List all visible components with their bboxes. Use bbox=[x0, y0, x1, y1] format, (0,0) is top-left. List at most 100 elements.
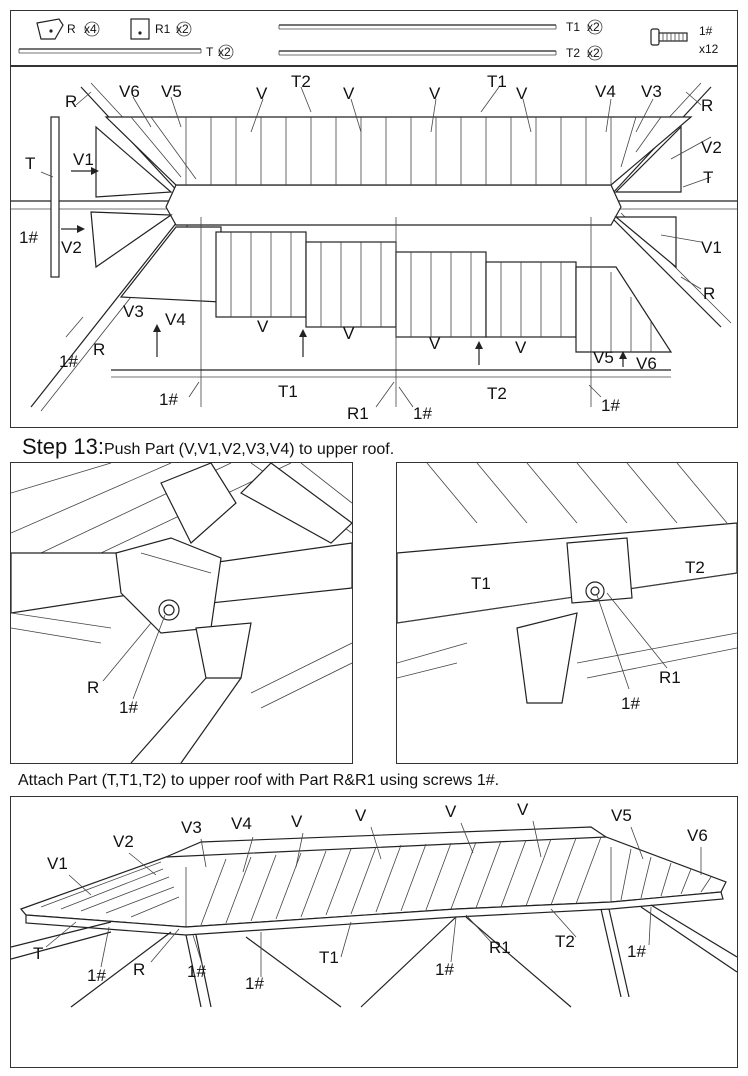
label-r-top-right: R bbox=[701, 96, 713, 115]
part-r-icon bbox=[36, 18, 64, 40]
bolt-icon-r1 bbox=[585, 581, 605, 601]
attach-caption: Attach Part (T,T1,T2) to upper roof with… bbox=[18, 772, 500, 789]
label-v6-low: V6 bbox=[636, 354, 657, 373]
label-r-low-left: R bbox=[93, 340, 105, 359]
label-r-right: R bbox=[703, 284, 715, 303]
label-v5-low: V5 bbox=[593, 348, 614, 367]
label-t-right: T bbox=[703, 168, 713, 187]
svg-text:x2: x2 bbox=[587, 46, 600, 60]
detail-left-panel: R 1# bbox=[10, 462, 353, 764]
qty-badge-t1: x2 bbox=[587, 19, 603, 35]
detail-left-label-r: R bbox=[87, 678, 99, 697]
qty-badge-t: x2 bbox=[218, 44, 234, 60]
label-v4-low: V4 bbox=[165, 310, 186, 329]
top-roof-drawing: V6 V5 V T2 V V T1 V V4 V3 R R T V1 V2 T … bbox=[11, 72, 737, 423]
label-1-low-left: 1# bbox=[59, 352, 78, 371]
part-t2-label: T2 bbox=[566, 46, 580, 60]
bottom-label-t2: T2 bbox=[555, 932, 575, 951]
label-r1-bottom: R1 bbox=[347, 404, 369, 423]
bottom-label-1-d: 1# bbox=[435, 960, 454, 979]
label-v1-left: V1 bbox=[73, 150, 94, 169]
label-t-left: T bbox=[25, 154, 35, 173]
label-v-b: V bbox=[343, 84, 355, 103]
bottom-label-v3: V3 bbox=[181, 818, 202, 837]
step-text: Push Part (V,V1,V2,V3,V4) to upper roof. bbox=[103, 441, 395, 458]
label-1-b1: 1# bbox=[159, 390, 178, 409]
part-r-label: R bbox=[67, 22, 76, 36]
label-t1-bottom: T1 bbox=[278, 382, 298, 401]
bottom-label-t: T bbox=[33, 944, 43, 963]
parts-legend: R x4 R1 x2 T1 x2 bbox=[10, 10, 738, 66]
label-1-b2: 1# bbox=[413, 404, 432, 423]
detail-right-label-t2: T2 bbox=[685, 558, 705, 577]
leader-lines bbox=[40, 86, 712, 408]
label-v-c: V bbox=[429, 84, 441, 103]
bottom-label-1-e: 1# bbox=[627, 942, 646, 961]
detail-left-drawing: R 1# bbox=[11, 463, 352, 763]
label-1-b3: 1# bbox=[601, 396, 620, 415]
label-v-low-d: V bbox=[515, 338, 527, 357]
detail-right-label-r1: R1 bbox=[659, 668, 681, 687]
part-r1-label: R1 bbox=[155, 22, 171, 36]
label-v1-right: V1 bbox=[701, 238, 722, 257]
label-v5: V5 bbox=[161, 82, 182, 101]
part-t-bar bbox=[18, 48, 202, 54]
step-number: Step 13: bbox=[22, 434, 104, 459]
bottom-label-v-b: V bbox=[355, 806, 367, 825]
bottom-label-1-a: 1# bbox=[87, 966, 106, 985]
screw-qty: x12 bbox=[699, 42, 719, 56]
bottom-label-v2: V2 bbox=[113, 832, 134, 851]
support-posts bbox=[11, 904, 737, 1008]
parts-legend-drawing: R x4 R1 x2 T1 x2 bbox=[18, 18, 719, 61]
svg-text:x2: x2 bbox=[218, 45, 231, 59]
bottom-roof-drawing: V1 V2 V3 V4 V V V V V5 V6 T 1# R 1# 1# T… bbox=[11, 800, 737, 1008]
top-roof-diagram: V6 V5 V T2 V V T1 V V4 V3 R R T V1 V2 T … bbox=[10, 66, 738, 428]
part-r1-icon bbox=[130, 18, 150, 40]
bottom-label-v4: V4 bbox=[231, 814, 252, 833]
bottom-label-v-a: V bbox=[291, 812, 303, 831]
label-v3-low: V3 bbox=[123, 302, 144, 321]
svg-text:x2: x2 bbox=[176, 22, 189, 36]
qty-badge-r1: x2 bbox=[176, 21, 192, 37]
bottom-label-v-d: V bbox=[517, 800, 529, 819]
detail-right-drawing: T1 T2 R1 1# bbox=[397, 463, 737, 713]
push-arrows bbox=[61, 167, 627, 367]
qty-badge-r: x4 bbox=[84, 21, 100, 37]
detail-right-label-t1: T1 bbox=[471, 574, 491, 593]
label-v2-left: V2 bbox=[61, 238, 82, 257]
label-t1-top: T1 bbox=[487, 72, 507, 91]
detail-right-label-screw: 1# bbox=[621, 694, 640, 713]
label-r-top-left: R bbox=[65, 92, 77, 111]
roof-ribs bbox=[40, 836, 712, 926]
upper-roof-panels bbox=[104, 116, 693, 186]
part-t1-label: T1 bbox=[566, 20, 580, 34]
detail-right-panel: T1 T2 R1 1# bbox=[396, 462, 738, 764]
label-v4: V4 bbox=[595, 82, 616, 101]
bottom-label-r1: R1 bbox=[489, 938, 511, 957]
label-v3: V3 bbox=[641, 82, 662, 101]
svg-text:x2: x2 bbox=[587, 20, 600, 34]
bottom-label-v-c: V bbox=[445, 802, 457, 821]
bottom-leaders bbox=[45, 820, 702, 977]
label-v-d: V bbox=[516, 84, 528, 103]
bottom-label-r: R bbox=[133, 960, 145, 979]
label-v-low-b: V bbox=[343, 324, 355, 343]
label-v-low-c: V bbox=[429, 334, 441, 353]
svg-text:x4: x4 bbox=[84, 22, 97, 36]
part-t2-bar bbox=[278, 50, 557, 56]
label-1-left: 1# bbox=[19, 228, 38, 247]
label-v2-right: V2 bbox=[701, 138, 722, 157]
part-t1-bar bbox=[278, 24, 557, 30]
bottom-label-t1: T1 bbox=[319, 948, 339, 967]
label-v-a: V bbox=[256, 84, 268, 103]
screw-label: 1# bbox=[699, 24, 713, 38]
bottom-roof-diagram: V1 V2 V3 V4 V V V V V5 V6 T 1# R 1# 1# T… bbox=[10, 796, 738, 1068]
label-t2-bottom: T2 bbox=[487, 384, 507, 403]
detail-left-label-screw: 1# bbox=[119, 698, 138, 717]
qty-badge-t2: x2 bbox=[587, 45, 603, 61]
part-t-label: T bbox=[206, 45, 214, 59]
label-t2-top: T2 bbox=[291, 72, 311, 91]
bottom-label-v1: V1 bbox=[47, 854, 68, 873]
bottom-label-1-b: 1# bbox=[187, 962, 206, 981]
screw-icon bbox=[650, 28, 688, 46]
